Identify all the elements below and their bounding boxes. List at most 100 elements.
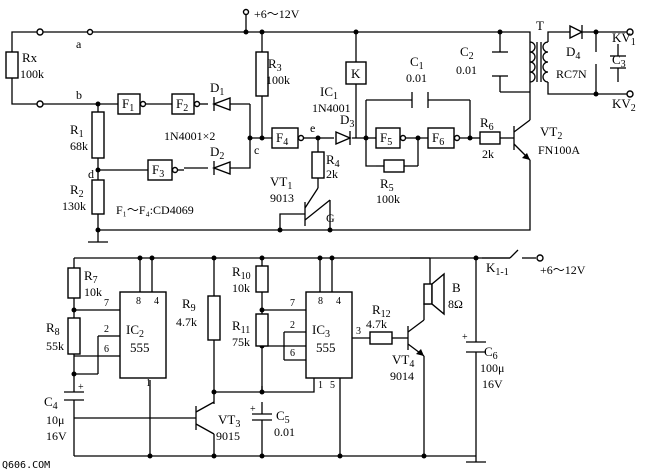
terminal-b: b xyxy=(76,88,82,102)
svg-text:VT3: VT3 xyxy=(218,412,240,430)
svg-text:D2: D2 xyxy=(210,144,224,162)
svg-text:F4: F4 xyxy=(276,130,288,148)
svg-text:0.01: 0.01 xyxy=(456,63,477,77)
svg-text:VT4: VT4 xyxy=(392,352,414,370)
diode-d1: D1 xyxy=(210,80,231,112)
svg-text:5: 5 xyxy=(330,380,335,391)
svg-text:R5: R5 xyxy=(380,176,394,194)
svg-text:D3: D3 xyxy=(340,112,354,130)
gate-f3: F3 xyxy=(147,159,184,181)
svg-text:K: K xyxy=(351,66,361,81)
watermark: Q606.COM xyxy=(2,460,50,471)
resistor-r11: R11 75k xyxy=(232,313,269,349)
svg-text:8: 8 xyxy=(318,296,323,307)
svg-text:FN100A: FN100A xyxy=(538,143,580,157)
svg-text:B: B xyxy=(452,280,461,295)
transistor-vt3: VT3 9015 xyxy=(195,401,240,443)
rc7n-label: RC7N xyxy=(556,67,587,81)
gate-note: F₁～F₄:CD4069 xyxy=(116,203,194,217)
resistor-r4: R4 2k xyxy=(311,151,340,181)
svg-text:F1: F1 xyxy=(122,96,134,114)
svg-text:R11: R11 xyxy=(232,318,250,336)
output-kv1: KV1 xyxy=(612,30,636,48)
svg-text:6: 6 xyxy=(290,348,295,359)
diode-pair-note: 1N4001×2 xyxy=(164,129,215,143)
resistor-r9: R9 4.7k xyxy=(176,295,221,341)
svg-text:C4: C4 xyxy=(44,394,58,412)
svg-text:+: + xyxy=(78,382,84,393)
svg-text:16V: 16V xyxy=(46,429,67,443)
resistor-r8: R8 55k xyxy=(46,317,81,355)
svg-text:130k: 130k xyxy=(62,199,86,213)
svg-text:R12: R12 xyxy=(372,302,391,320)
svg-text:4: 4 xyxy=(336,296,341,307)
svg-text:IC3: IC3 xyxy=(312,322,330,340)
supply-top: +6～12V xyxy=(242,7,300,32)
svg-text:C5: C5 xyxy=(276,408,290,426)
svg-text:R1: R1 xyxy=(70,122,84,140)
svg-text:7: 7 xyxy=(104,298,109,309)
relay-coil: K xyxy=(345,61,367,85)
resistor-r7: R7 10k xyxy=(67,267,102,299)
open-terminals xyxy=(36,28,634,262)
transformer: T xyxy=(529,18,549,83)
svg-text:2k: 2k xyxy=(326,167,338,181)
ic2-555: IC2 555 8 4 7 2 6 1 xyxy=(104,291,167,389)
svg-text:10μ: 10μ xyxy=(46,413,64,427)
supply-top-label: +6～12V xyxy=(254,7,300,21)
svg-text:555: 555 xyxy=(316,340,336,355)
transistor-vt2: VT2 FN100A xyxy=(513,119,580,161)
terminal-d: d xyxy=(88,167,94,181)
capacitor-c2: C2 0.01 xyxy=(456,44,508,77)
svg-text:F2: F2 xyxy=(176,96,188,114)
svg-text:R6: R6 xyxy=(480,115,494,133)
svg-text:8Ω: 8Ω xyxy=(448,297,463,311)
resistor-r1: R1 68k xyxy=(70,111,105,159)
transistor-vt4: VT4 9014 xyxy=(390,319,425,383)
svg-text:R8: R8 xyxy=(46,320,60,338)
gate-f4: F4 xyxy=(271,127,305,149)
svg-text:7: 7 xyxy=(290,298,295,309)
ic1-label: IC1 xyxy=(320,84,338,102)
svg-text:D4: D4 xyxy=(566,44,580,62)
svg-text:555: 555 xyxy=(130,340,150,355)
svg-text:2k: 2k xyxy=(482,147,494,161)
svg-text:1: 1 xyxy=(318,380,323,391)
diode-d2: D2 xyxy=(210,144,231,176)
svg-text:F6: F6 xyxy=(432,130,444,148)
gate-f2: F2 xyxy=(171,93,201,115)
diode-d4: D4 xyxy=(566,24,584,62)
svg-text:3: 3 xyxy=(356,326,361,337)
supply-bottom-label: +6～12V xyxy=(540,263,586,277)
diode-ic1-note: 1N4001 xyxy=(312,101,351,115)
svg-text:C1: C1 xyxy=(410,54,424,72)
svg-text:75k: 75k xyxy=(232,335,250,349)
capacitor-c4: + C4 10μ 16V xyxy=(44,382,84,443)
terminal-c: c xyxy=(254,143,259,157)
svg-text:2: 2 xyxy=(104,324,109,335)
svg-text:6: 6 xyxy=(104,344,109,355)
resistor-r5: R5 100k xyxy=(376,159,405,206)
svg-text:4.7k: 4.7k xyxy=(176,315,197,329)
svg-text:0.01: 0.01 xyxy=(406,71,427,85)
svg-text:R7: R7 xyxy=(84,268,98,286)
svg-text:D1: D1 xyxy=(210,80,224,98)
svg-text:VT1: VT1 xyxy=(270,174,292,192)
resistor-r10: R10 10k xyxy=(232,264,269,295)
gate-f5: F5 xyxy=(375,127,407,149)
svg-text:4.7k: 4.7k xyxy=(366,317,387,331)
svg-text:R10: R10 xyxy=(232,264,251,282)
svg-text:100k: 100k xyxy=(376,192,400,206)
capacitor-c1: C1 0.01 xyxy=(406,54,429,108)
svg-text:R2: R2 xyxy=(70,182,84,200)
transistor-vt1: VT1 9013 xyxy=(270,174,331,226)
junction-dots xyxy=(71,29,599,459)
svg-text:C6: C6 xyxy=(484,344,498,362)
svg-text:F3: F3 xyxy=(152,162,164,180)
capacitor-c3: C3 xyxy=(610,52,626,70)
svg-text:8: 8 xyxy=(136,296,141,307)
resistor-r2: R2 130k xyxy=(62,179,105,215)
svg-text:IC2: IC2 xyxy=(126,322,144,340)
terminal-a: a xyxy=(76,37,82,51)
